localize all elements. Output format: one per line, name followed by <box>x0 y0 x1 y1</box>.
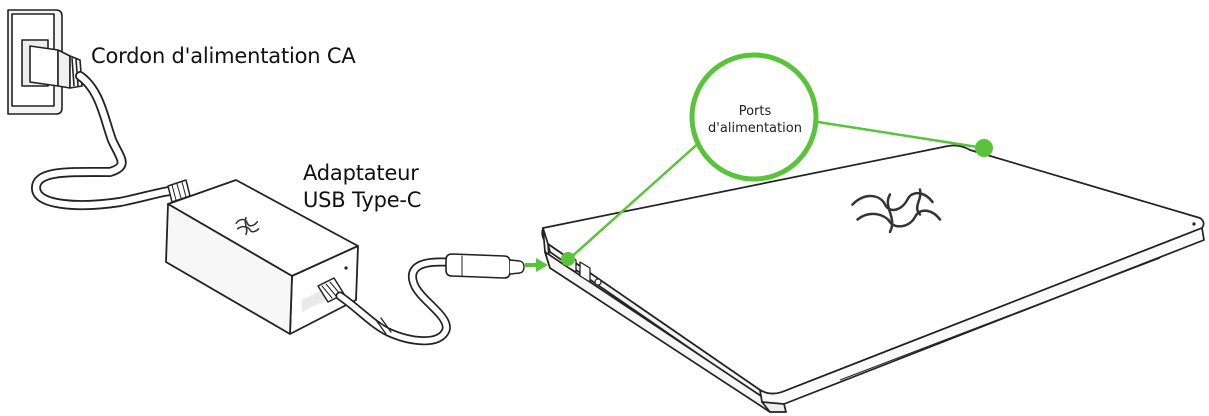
razer-snake-logo <box>235 216 260 236</box>
ac-plug <box>29 45 83 89</box>
adapter-label-line1: Adaptateur <box>303 161 419 185</box>
callout-line-left <box>567 139 703 261</box>
adapter-label-line2: USB Type-C <box>303 188 422 212</box>
ac-power-cord <box>31 71 191 210</box>
callout-circle <box>689 52 819 182</box>
razer-snake-logo-laptop <box>851 188 942 234</box>
port-marker-side <box>561 252 575 266</box>
arrow-right-icon <box>524 258 548 272</box>
usb-c-cable <box>317 253 525 346</box>
ports-callout <box>561 52 993 266</box>
usb-c-adapter <box>165 179 359 335</box>
port-marker-top <box>975 139 993 157</box>
ports-label-line2: d'alimentation <box>708 121 802 136</box>
power-cord-label: Cordon d'alimentation CA <box>91 44 356 68</box>
laptop <box>541 144 1205 413</box>
ports-label: Ports d'alimentation <box>690 103 820 137</box>
ports-label-line1: Ports <box>738 104 772 119</box>
callout-line-right <box>817 120 985 150</box>
